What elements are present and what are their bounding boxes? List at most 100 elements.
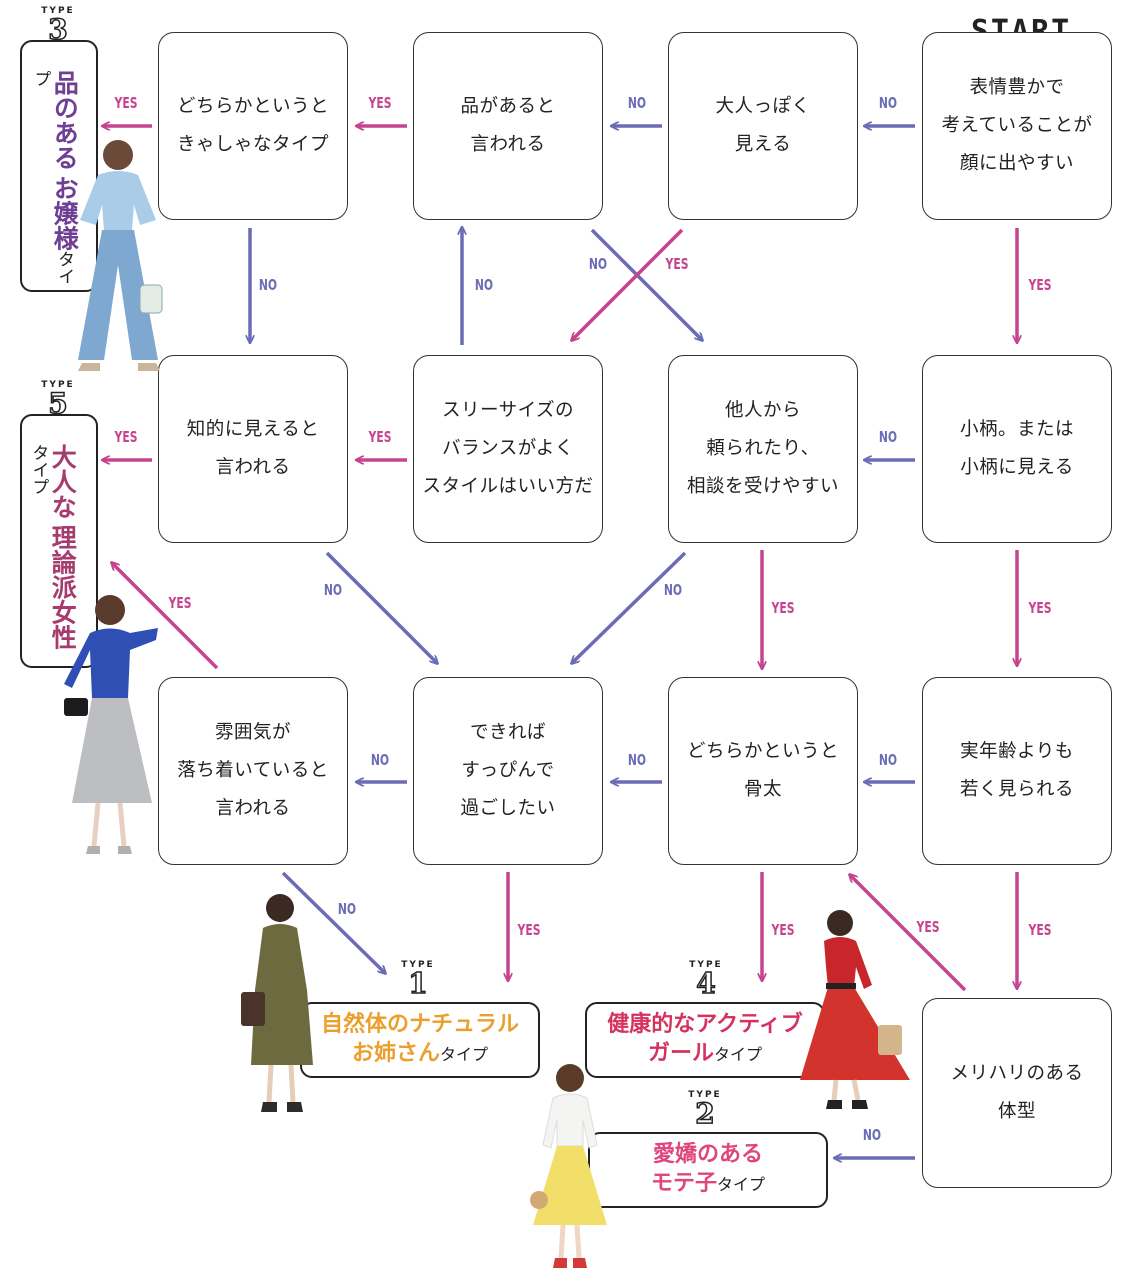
question-box-intelligent: 知的に見えると 言われる [158, 355, 348, 543]
label-yes: YES [771, 921, 795, 939]
model-photo-type1 [241, 894, 313, 1112]
type-number: 5 [48, 387, 69, 420]
type-number: 3 [48, 13, 69, 46]
question-text: 表情豊かで 考えていることが 顔に出やすい [941, 77, 1093, 174]
result-type1-line2: お姉さん [351, 1041, 440, 1066]
arrow-q7-no [325, 551, 437, 663]
question-box-slender: どちらかというと きゃしゃなタイプ [158, 32, 348, 220]
label-no: NO [627, 94, 647, 112]
question-text: 小柄。または 小柄に見える [959, 419, 1074, 478]
arrow-q12-yes [112, 563, 219, 670]
label-no: NO [878, 428, 898, 446]
type3-label: TYPE 3 [28, 6, 88, 44]
result-type1-box [300, 1002, 540, 1078]
question-box-expressive: 表情豊かで 考えていることが 顔に出やすい [922, 32, 1112, 220]
question-text: 知的に見えると 言われる [186, 419, 320, 478]
label-yes: YES [114, 94, 138, 112]
label-no: NO [878, 94, 898, 112]
label-no: NO [474, 276, 494, 294]
question-text: スリーサイズの バランスがよく スタイルはいい方だ [422, 400, 594, 497]
question-box-calm: 雰囲気が 落ち着いていると 言われる [158, 677, 348, 865]
result-type5-line2: 理論派女性 [48, 524, 78, 650]
label-yes: YES [368, 428, 392, 446]
arrow-q12-no [281, 871, 385, 973]
question-box-no-makeup: できれば すっぴんで 過ごしたい [413, 677, 603, 865]
result-type2-line1: 愛嬌のある [652, 1142, 763, 1167]
type-word: TYPE [688, 1090, 722, 1100]
question-text: できれば すっぴんで 過ごしたい [460, 722, 556, 819]
label-no: NO [627, 751, 647, 769]
label-yes: YES [368, 94, 392, 112]
result-type4-line2: ガール [647, 1041, 714, 1066]
model-photo-type3 [78, 140, 163, 371]
result-type4-text: 健康的なアクティブ ガールタイプ [585, 1010, 825, 1069]
question-box-petite: 小柄。または 小柄に見える [922, 355, 1112, 543]
type-number: 2 [695, 1097, 716, 1130]
label-no: NO [878, 751, 898, 769]
result-type2-suffix: タイプ [717, 1175, 766, 1194]
arrow-q5-no [572, 551, 687, 663]
result-type3-line2: お嬢様 [50, 175, 80, 251]
label-no: NO [370, 751, 390, 769]
question-box-elegant: 品があると 言われる [413, 32, 603, 220]
label-no: NO [588, 255, 608, 273]
label-yes: YES [1028, 276, 1052, 294]
type1-label: TYPE 1 [388, 960, 448, 998]
result-type5-line1: 大人な [48, 444, 78, 519]
arrow-q3-no [590, 228, 702, 340]
model-photo-type4 [800, 910, 910, 1109]
result-type4-line1: 健康的なアクティブ [607, 1012, 803, 1037]
type2-label: TYPE 2 [675, 1090, 735, 1128]
question-box-big-boned: どちらかというと 骨太 [668, 677, 858, 865]
type5-label: TYPE 5 [28, 380, 88, 418]
model-photo-type5 [64, 595, 158, 854]
result-type3-line1: 品のある [50, 70, 80, 170]
label-yes: YES [1028, 599, 1052, 617]
result-type1-text: 自然体のナチュラル お姉さんタイプ [300, 1010, 540, 1069]
label-no: NO [663, 581, 683, 599]
label-yes: YES [771, 599, 795, 617]
result-type3-text: 品のある お嬢様タイプ [30, 70, 80, 285]
question-box-balanced-style: スリーサイズの バランスがよく スタイルはいい方だ [413, 355, 603, 543]
result-type4-suffix: タイプ [714, 1045, 763, 1064]
arrow-q13-yes [850, 875, 967, 992]
type-number: 1 [408, 967, 429, 1000]
type-number: 4 [696, 967, 717, 1000]
question-text: どちらかというと きゃしゃなタイプ [176, 96, 329, 155]
result-type4-box [585, 1002, 825, 1078]
result-type2-line2: モテ子 [650, 1171, 717, 1196]
label-no: NO [258, 276, 278, 294]
label-no: NO [862, 1126, 882, 1144]
question-box-look-younger: 実年齢よりも 若く見られる [922, 677, 1112, 865]
result-type2-text: 愛嬌のある モテ子タイプ [588, 1140, 828, 1199]
question-text: 品があると 言われる [460, 96, 556, 155]
question-text: 他人から 頼られたり、 相談を受けやすい [686, 400, 839, 497]
type-word: TYPE [41, 380, 75, 390]
result-type3-box [20, 40, 98, 292]
type-word: TYPE [401, 960, 435, 970]
question-text: メリハリのある 体型 [950, 1063, 1084, 1122]
label-yes: YES [517, 921, 541, 939]
type4-label: TYPE 4 [676, 960, 736, 998]
question-text: 雰囲気が 落ち着いていると 言われる [177, 722, 329, 819]
label-yes: YES [665, 255, 689, 273]
question-box-relied-on: 他人から 頼られたり、 相談を受けやすい [668, 355, 858, 543]
question-text: どちらかというと 骨太 [686, 741, 839, 800]
question-box-curvy: メリハリのある 体型 [922, 998, 1112, 1188]
result-type2-box [588, 1132, 828, 1208]
result-type1-suffix: タイプ [440, 1045, 489, 1064]
label-yes: YES [114, 428, 138, 446]
result-type1-line1: 自然体のナチュラル [320, 1012, 519, 1037]
question-text: 大人っぽく 見える [715, 96, 811, 155]
label-yes: YES [916, 918, 940, 936]
result-type3-suffix: タイプ [30, 70, 75, 285]
type-word: TYPE [41, 6, 75, 16]
label-no: NO [337, 900, 357, 918]
label-yes: YES [168, 594, 192, 612]
arrow-q2-yes [572, 228, 684, 340]
result-type5-text: 大人な 理論派女性 タイプ [28, 444, 78, 662]
result-type5-suffix: タイプ [28, 444, 49, 495]
result-type5-box [20, 414, 98, 668]
